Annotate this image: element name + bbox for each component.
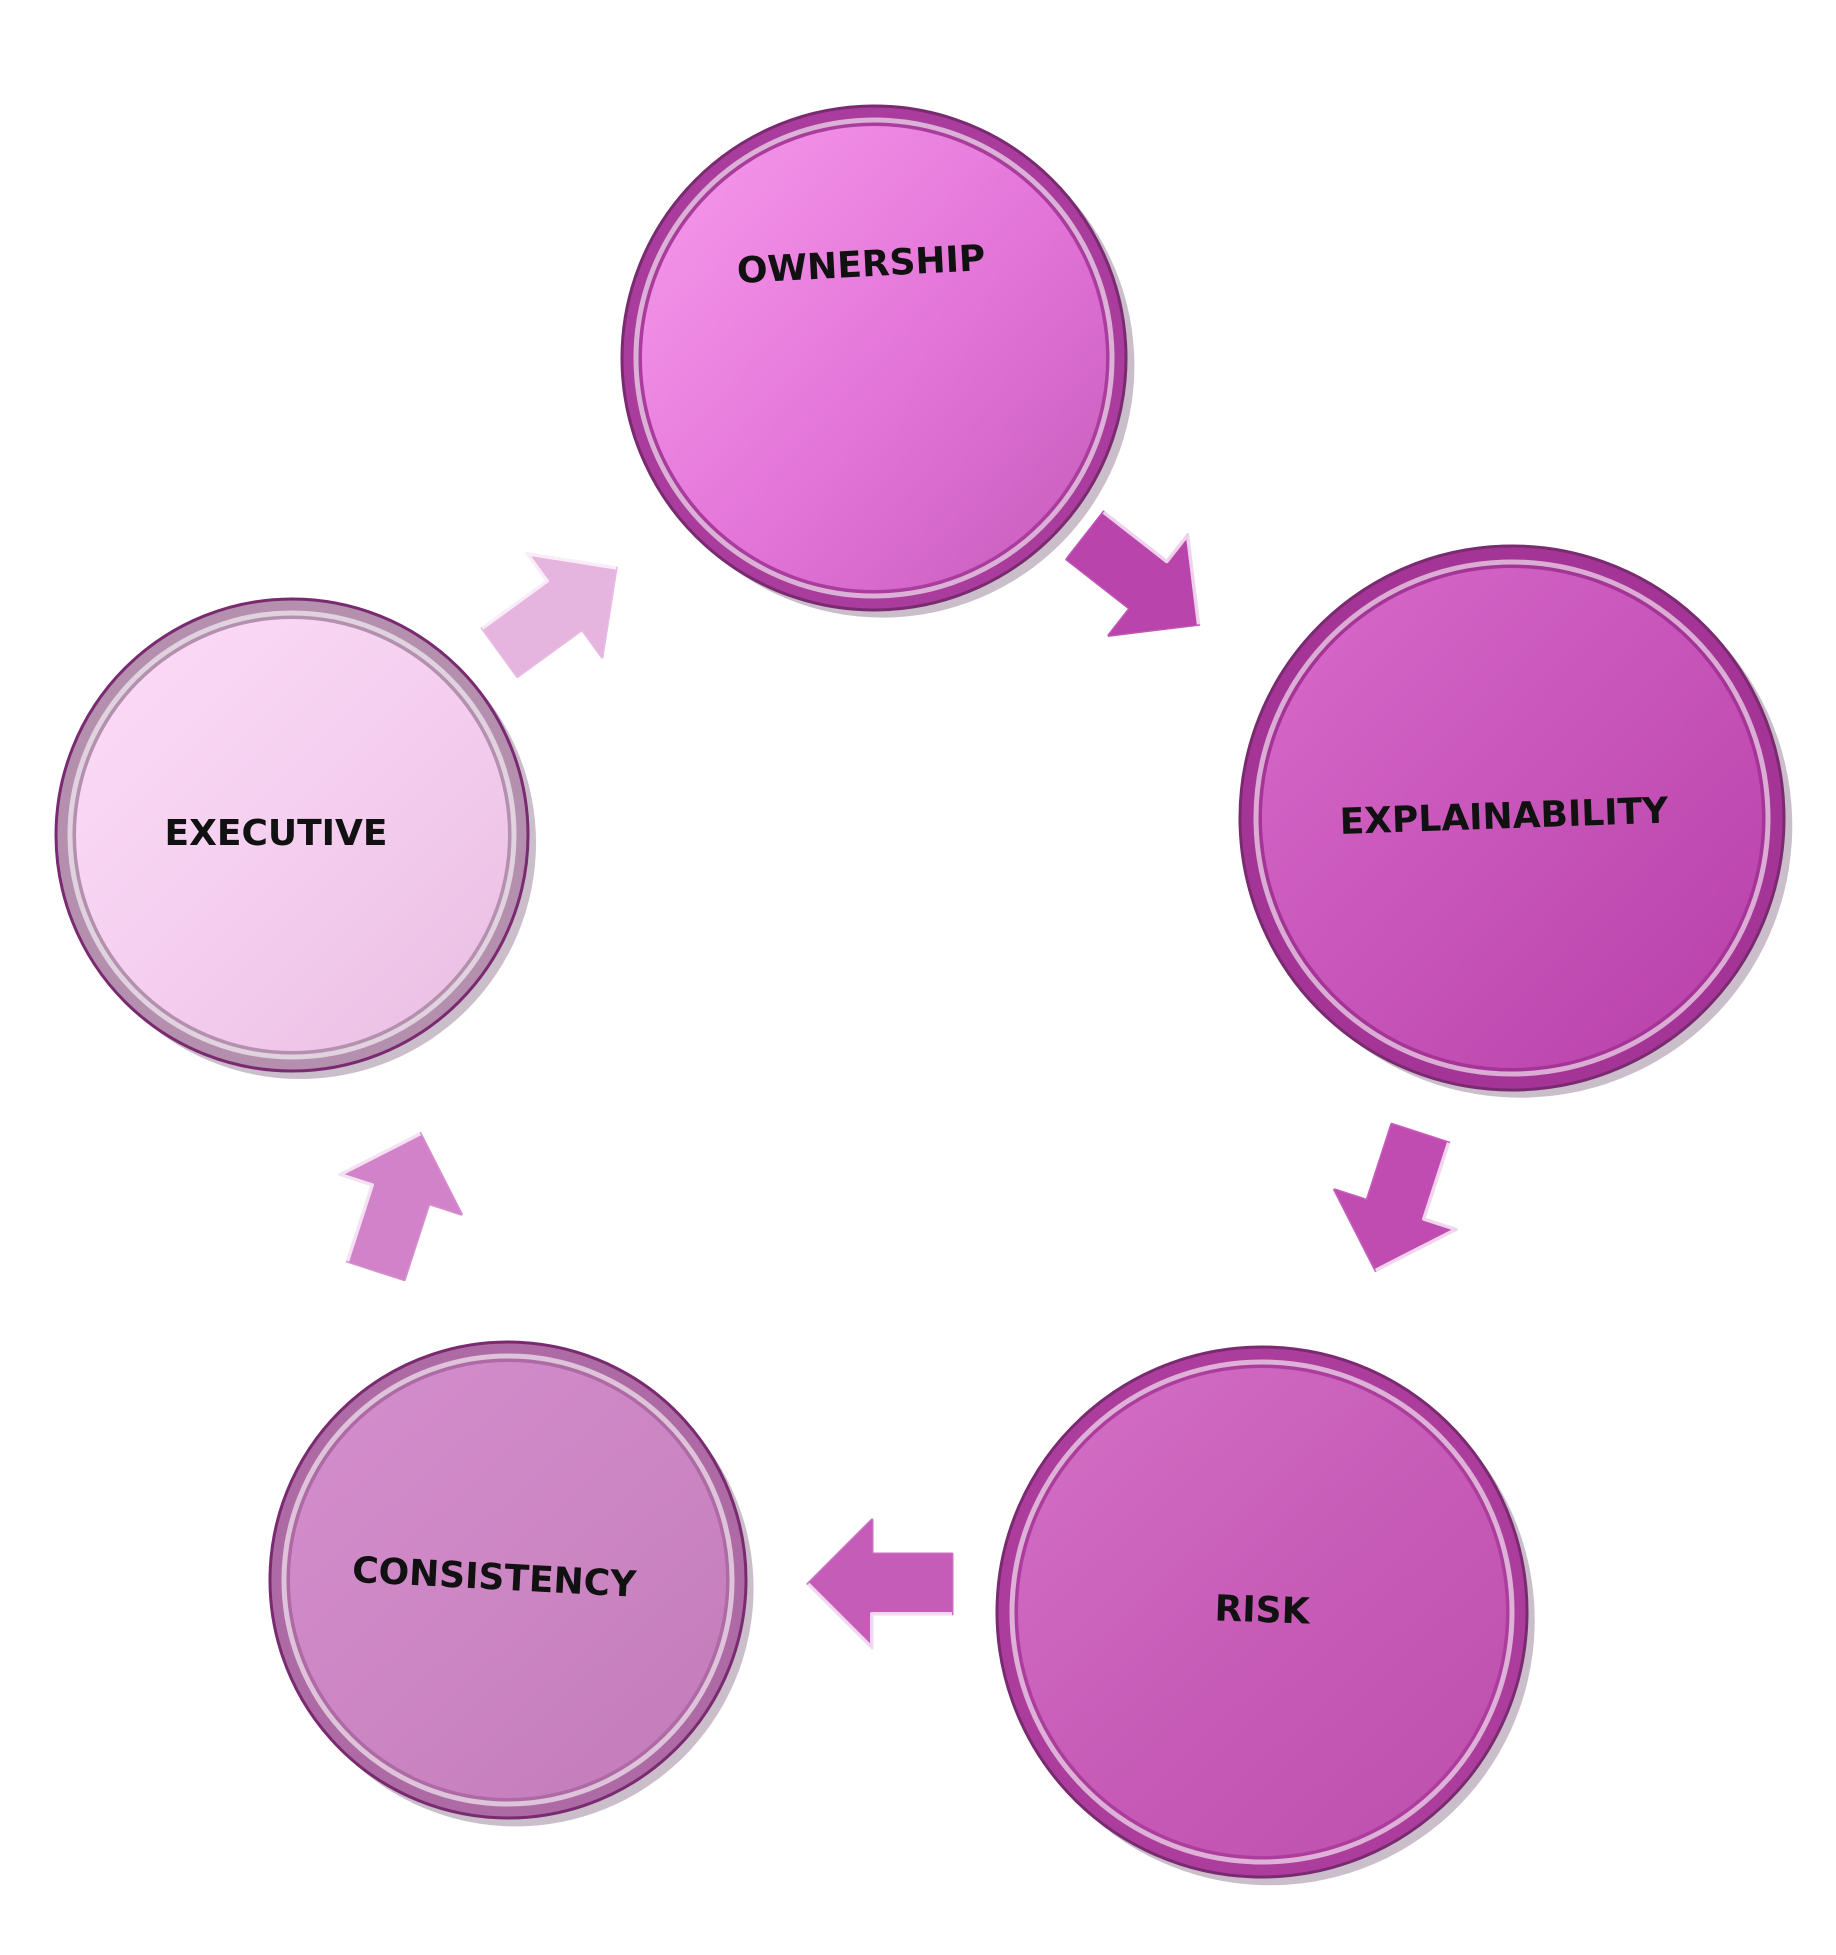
arrow-executive-to-ownership	[480, 551, 618, 679]
node-ownership-face	[642, 125, 1106, 590]
node-consistency-face	[290, 1362, 726, 1798]
node-executive: EXECUTIVE	[54, 597, 536, 1079]
node-executive-face	[76, 619, 508, 1051]
node-explainability: EXPLAINABILITY	[1238, 544, 1793, 1098]
arrow-consistency-to-executive-highlight	[337, 1131, 422, 1262]
arrow-risk-to-consistency-highlight	[806, 1582, 952, 1650]
node-risk: RISK	[995, 1345, 1535, 1886]
arrow-ownership-to-explainability	[1065, 510, 1201, 637]
node-ownership: OWNERSHIP	[620, 104, 1135, 618]
arrow-explainability-to-risk-shape	[1333, 1122, 1458, 1272]
arrow-ownership-to-explainability-highlight	[1102, 510, 1201, 625]
arrow-executive-to-ownership-highlight	[480, 551, 617, 630]
node-ownership-ring	[633, 117, 1115, 599]
node-explainability-ring	[1253, 559, 1771, 1077]
nodes-layer: OWNERSHIP EXPLAINABILITY RISK CONSISTENC…	[54, 104, 1793, 1886]
arrow-risk-to-consistency-shape	[806, 1518, 954, 1650]
arrow-consistency-to-executive-shape	[338, 1132, 463, 1282]
arrow-consistency-to-executive	[337, 1131, 463, 1282]
node-consistency: CONSISTENCY	[268, 1340, 754, 1827]
node-executive-ring	[67, 610, 517, 1060]
arrow-executive-to-ownership-shape	[480, 552, 618, 679]
arrow-risk-to-consistency	[806, 1518, 954, 1650]
arrows-layer	[337, 510, 1459, 1650]
node-risk-ring	[1009, 1359, 1515, 1865]
node-explainability-face	[1262, 568, 1762, 1068]
node-consistency-ring	[281, 1353, 735, 1807]
arrow-explainability-to-risk-highlight	[1374, 1142, 1459, 1273]
node-executive-label: EXECUTIVE	[165, 813, 388, 854]
node-risk-label: RISK	[1214, 1588, 1311, 1632]
node-risk-face	[1018, 1368, 1506, 1856]
arrow-explainability-to-risk	[1333, 1122, 1459, 1273]
